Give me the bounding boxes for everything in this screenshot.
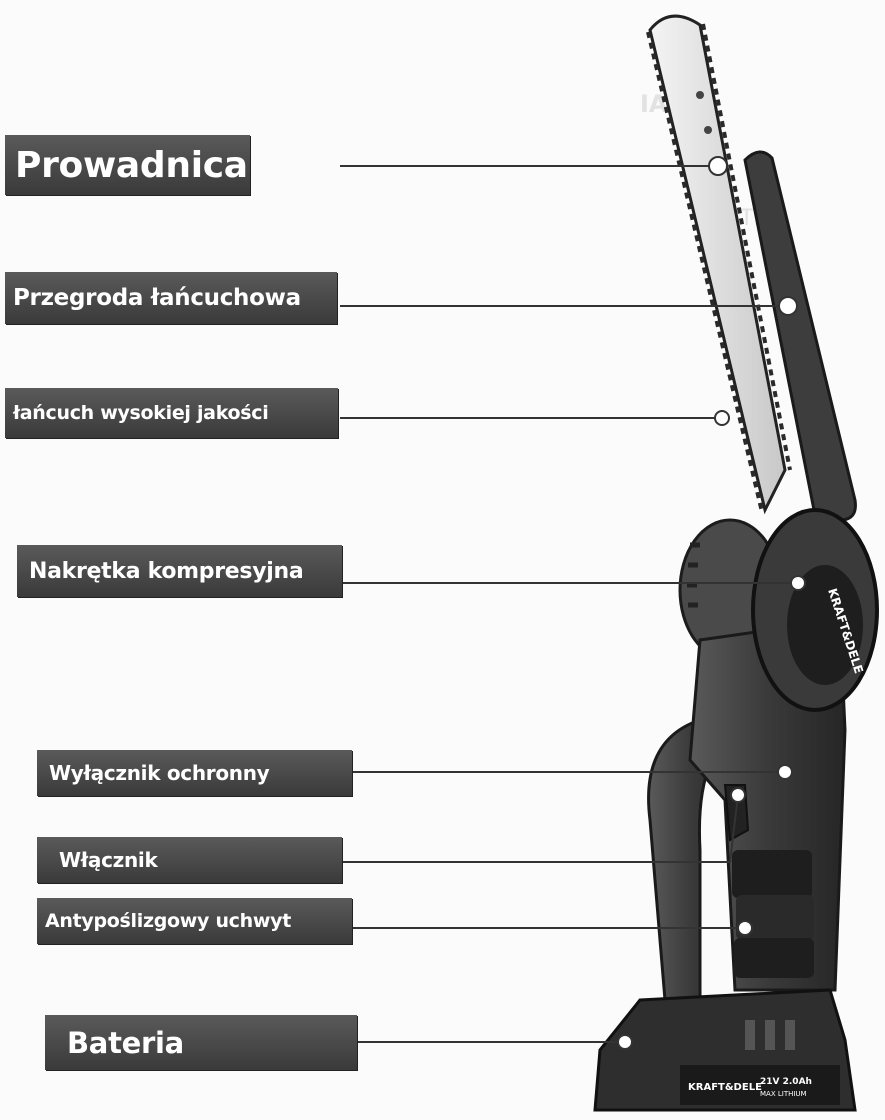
grip-rings (732, 850, 814, 978)
label-wylacznik-ochronny: Wyłącznik ochronny (37, 750, 352, 796)
bar-hole (696, 91, 704, 99)
battery-type-text: MAX LITHIUM (760, 1090, 807, 1098)
label-przegroda-lancuchowa: Przegroda łańcuchowa (5, 272, 337, 324)
label-bateria: Bateria (45, 1015, 357, 1070)
battery-brand-text: KRAFT&DELE (688, 1082, 762, 1093)
label-wlacznik: Włącznik (37, 837, 342, 883)
label-lancuch-wysokiej-jakosci: łańcuch wysokiej jakości (5, 388, 338, 438)
battery-spec-text: 21V 2.0Ah (760, 1077, 812, 1087)
label-antyposlizgowy-uchwyt: Antypoślizgowy uchwyt (37, 898, 352, 944)
label-nakretka-kompresyjna: Nakrętka kompresyjna (17, 545, 342, 597)
label-prowadnica: Prowadnica (5, 135, 250, 195)
battery-vents (745, 1020, 795, 1050)
bar-hole (704, 126, 712, 134)
